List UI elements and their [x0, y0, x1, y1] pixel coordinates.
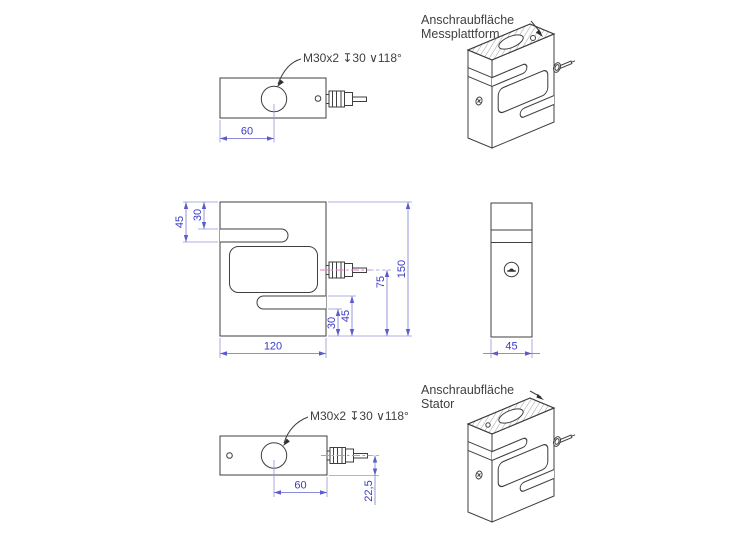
lower-slot — [256, 295, 326, 310]
mount-label-bottom-line2: Stator — [421, 397, 454, 411]
small-hole-bottom — [226, 452, 233, 459]
bottom-dim-60: 60 — [273, 460, 328, 497]
dim-120: 120 — [264, 341, 282, 353]
leader-arrow — [283, 438, 290, 446]
front-dims-right: 150 75 45 30 — [326, 201, 412, 337]
front-dim-120: 120 — [219, 338, 327, 358]
dim-60-bottom: 60 — [294, 480, 306, 492]
mount-label-top-line1: Anschraubfläche — [421, 13, 514, 27]
iso-small-hole — [485, 422, 491, 428]
label-arrow — [536, 393, 544, 400]
iso-thread-hole — [498, 408, 524, 424]
dim-45-side: 45 — [505, 341, 517, 353]
dim-30-top-left: 30 — [192, 209, 204, 221]
bottom-view: M30x2 ↧30 ∨118° 60 22,5 — [219, 409, 409, 505]
iso-cable-gland — [553, 434, 576, 447]
cable-gland — [325, 90, 367, 108]
cable-end-glyph — [507, 268, 516, 272]
dim-60-top: 60 — [241, 126, 253, 138]
leader-arrow — [277, 79, 284, 87]
iso-countersink-hole — [475, 96, 483, 106]
leader-line — [277, 58, 302, 85]
iso-view-top: Anschraubfläche Messplattform — [421, 13, 576, 149]
label-arrow — [535, 29, 543, 37]
center-window — [229, 246, 318, 293]
front-view: 45 30 150 75 45 30 — [174, 201, 412, 358]
dim-30-bottom-right: 30 — [326, 317, 338, 329]
iso-countersink-hole — [475, 470, 483, 480]
mount-label-top-line2: Messplattform — [421, 27, 500, 41]
bottom-dim-22-5: 22,5 — [329, 455, 379, 505]
thread-note-bottom: M30x2 ↧30 ∨118° — [310, 409, 409, 423]
top-view-dim-60: 60 — [219, 104, 275, 143]
thread-callout: M30x2 ↧30 ∨118° — [277, 51, 402, 87]
mount-label-bottom-line1: Anschraubfläche — [421, 383, 514, 397]
dim-45-top-left: 45 — [174, 216, 186, 228]
iso-view-bottom: Anschraubfläche Stator — [421, 383, 576, 523]
mount-label-top: Anschraubfläche Messplattform — [421, 13, 543, 41]
iso-front-cutouts — [492, 437, 555, 492]
dim-45-bottom-right: 45 — [340, 310, 352, 322]
front-dims-left: 45 30 — [174, 201, 218, 243]
dim-150: 150 — [396, 260, 408, 278]
iso-small-hole — [530, 35, 536, 41]
top-view: M30x2 ↧30 ∨118° 60 — [219, 51, 402, 143]
upper-slot — [220, 228, 289, 243]
side-dim-45: 45 — [483, 339, 540, 358]
small-hole — [314, 95, 322, 102]
dim-75: 75 — [375, 276, 387, 288]
thread-callout-bottom: M30x2 ↧30 ∨118° — [283, 409, 409, 446]
iso-thread-hole — [498, 34, 524, 50]
thread-note-top: M30x2 ↧30 ∨118° — [303, 51, 402, 65]
leader-line — [283, 416, 309, 444]
iso-front-cutouts — [492, 63, 555, 118]
iso-cable-gland — [553, 60, 576, 73]
dim-22-5: 22,5 — [363, 480, 375, 501]
mount-label-bottom: Anschraubfläche Stator — [421, 383, 544, 411]
side-view: 45 — [483, 202, 540, 358]
